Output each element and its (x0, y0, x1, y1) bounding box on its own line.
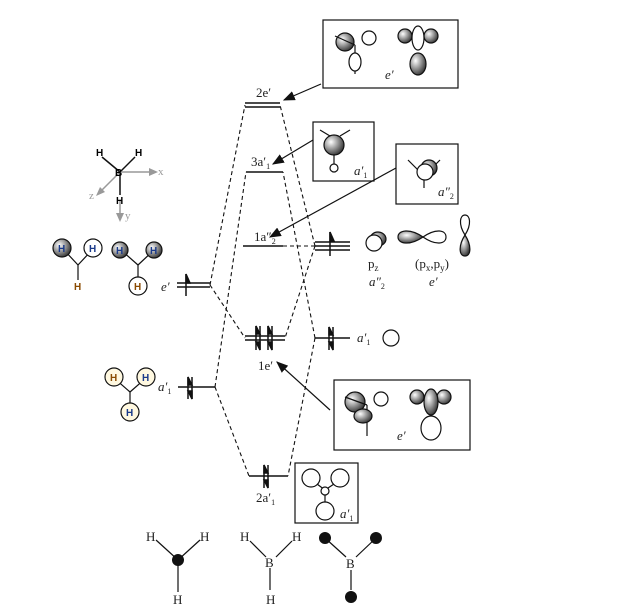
axes-diagram: B H H H x y z (89, 148, 164, 222)
box-2e-orbitals: e′ (322, 19, 459, 89)
label-pz-sym-group: a″2 (369, 274, 385, 291)
correlation-lines (209, 104, 316, 477)
h3-e-salc-2: H H H (111, 241, 163, 296)
label-h3-e: e′ (161, 279, 170, 294)
label-pz-sym: a″ (369, 274, 382, 289)
b-label: B (346, 556, 355, 571)
label-h3-a1-sub: 1 (167, 387, 171, 396)
label-2a1-group: 2a′1 (256, 490, 275, 507)
level-1e: 1e′ (245, 325, 285, 373)
box-3a1-orbital: a′1 (312, 121, 375, 182)
box-label-a2pp-sub: 2 (450, 192, 454, 201)
box-label-a1-low: a′ (340, 506, 350, 521)
h-label: H (150, 246, 157, 257)
label-pz-sub: z (375, 263, 379, 273)
box-label-e-low: e′ (397, 428, 406, 443)
level-2e: 2e′ (245, 85, 280, 108)
label-2e: 2e′ (256, 85, 271, 100)
b-label: B (265, 555, 274, 570)
box-label-a2pp: a″ (438, 184, 451, 199)
box-label-e: e′ (385, 67, 394, 82)
level-2a1: 2a′1 (249, 464, 288, 507)
h-label: H (74, 282, 81, 293)
h-label: H (110, 373, 117, 384)
label-1a2pp: 1a″ (254, 229, 272, 244)
h-label: H (142, 373, 149, 384)
h-label: H (126, 408, 133, 419)
h-label: H (58, 244, 65, 255)
label-1e: 1e′ (258, 358, 273, 373)
axis-z: z (89, 190, 94, 202)
bh3-ball-structure: B (319, 532, 382, 603)
px-orbital-icon (397, 230, 447, 244)
box-label-a1-sub: 1 (363, 171, 367, 180)
atom-h1: H (96, 148, 103, 159)
py-orbital-icon (459, 214, 471, 257)
box-a2pp-orbital: a″2 (395, 143, 459, 205)
pointer-arrows (268, 83, 397, 411)
level-1a2pp: 1a″2 (243, 229, 283, 247)
h-label: H (134, 282, 141, 293)
box-label-a1: a′ (354, 163, 364, 178)
boron-s-level: a′1 (315, 326, 400, 351)
h3-level-a1: a′1 (158, 376, 215, 400)
label-b-s-sym: a′ (357, 330, 367, 345)
atom-h3: H (116, 196, 123, 207)
label-pz: p (368, 256, 375, 271)
label-h3-a1-group: a′1 (158, 379, 171, 396)
pz-orbital-icon (365, 231, 387, 252)
h3-level-e: e′ (161, 273, 210, 296)
label-pxpy-sym: e′ (429, 274, 438, 289)
label-b-s-sym-sub: 1 (366, 338, 370, 347)
axis-x: x (158, 166, 164, 178)
box-label-a1-low-sub: 1 (349, 514, 353, 523)
label-pz-group: pz (368, 256, 379, 273)
bh3-structure: B H H H (240, 529, 301, 607)
box-1e-orbitals: e′ (333, 379, 471, 451)
box-label-a2pp-group: a″2 (438, 184, 454, 201)
box-label-a1-low-group: a′1 (340, 506, 353, 523)
h-label: H (146, 529, 155, 544)
h-label: H (116, 246, 123, 257)
label-3a1-group: 3a′1 (251, 154, 270, 171)
h-label: H (292, 529, 301, 544)
level-3a1: 3a′1 (246, 154, 283, 173)
boron-p-levels (315, 231, 350, 256)
box-label-a1-group: a′1 (354, 163, 367, 180)
h3-a1-salc: H H H (104, 367, 156, 422)
label-h3-a1: a′ (158, 379, 168, 394)
h-label: H (200, 529, 209, 544)
h-label: H (266, 592, 275, 607)
atom-b: B (115, 168, 122, 179)
h3-fragment-structure: H H H (146, 529, 209, 607)
label-pxpy: (px,py) (415, 256, 449, 273)
label-2a1-sub: 1 (271, 498, 275, 507)
h-label: H (89, 244, 96, 255)
electron-pairs (254, 325, 274, 351)
h3-e-salc-1: H H H (52, 238, 103, 293)
label-pz-sym-sub: 2 (381, 282, 385, 291)
label-3a1: 3a′ (251, 154, 266, 169)
atom-h2: H (135, 148, 142, 159)
label-1a2pp-sub: 2 (272, 237, 276, 246)
label-3a1-sub: 1 (266, 162, 270, 171)
box-2a1-orbital: a′1 (294, 462, 359, 524)
axis-y: y (125, 210, 131, 222)
label-1a2pp-group: 1a″2 (254, 229, 276, 246)
label-b-s-sym-group: a′1 (357, 330, 370, 347)
s-orbital-icon (382, 329, 400, 347)
h-label: H (240, 529, 249, 544)
label-2a1: 2a′ (256, 490, 271, 505)
h-label: H (173, 592, 182, 607)
